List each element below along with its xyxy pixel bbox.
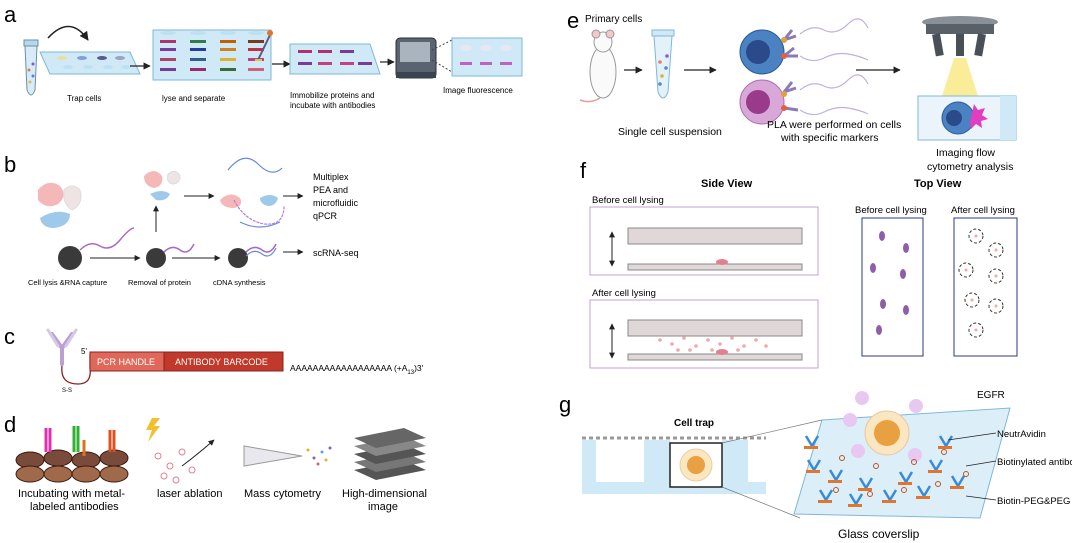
biotinylated-antibody-label: Biotinylated antibody bbox=[997, 457, 1072, 468]
cell-fragments-icon bbox=[38, 182, 82, 228]
step-image-fluorescence: Image fluorescence bbox=[443, 86, 513, 95]
label-imaging-1: Imaging flow bbox=[936, 147, 995, 159]
leader-line bbox=[965, 495, 997, 501]
top-after-label: After cell lysing bbox=[951, 205, 1015, 216]
cell-icon bbox=[716, 259, 728, 265]
panel-a: a Trap cells bbox=[4, 2, 523, 110]
top-plate bbox=[627, 227, 803, 245]
bottom-plate bbox=[627, 263, 803, 271]
label-primary-cells: Primary cells bbox=[585, 14, 642, 25]
laser-icon bbox=[146, 418, 215, 484]
antibody-icon bbox=[255, 30, 273, 61]
top-before-label: Before cell lysing bbox=[855, 205, 927, 216]
antibody-barcode-segment bbox=[163, 351, 284, 372]
side-before-label: Before cell lysing bbox=[592, 195, 664, 206]
step-cell-lysis: Cell lysis &RNA capture bbox=[28, 278, 107, 287]
mass-cytometry-icon bbox=[243, 445, 332, 467]
label-single-cell: Single cell suspension bbox=[618, 126, 722, 138]
side-after-label: After cell lysing bbox=[592, 288, 656, 299]
biotin-peg-label: Biotin-PEG&PEG bbox=[997, 496, 1070, 507]
bead-icon bbox=[146, 243, 195, 268]
pla-cells-icon bbox=[739, 18, 869, 125]
lysate-dots bbox=[658, 336, 768, 352]
step-incubating-1: Incubating with metal- bbox=[18, 488, 125, 500]
panel-letter-d: d bbox=[4, 412, 16, 437]
ss-bond-label: S-S bbox=[62, 388, 72, 394]
glass-coverslip-label: Glass coverslip bbox=[838, 527, 920, 541]
top-after-box bbox=[953, 217, 1018, 357]
bead-icon bbox=[58, 227, 135, 270]
cells-intact bbox=[870, 231, 909, 335]
panel-letter-e: e bbox=[567, 8, 579, 33]
panel-letter-a: a bbox=[4, 2, 17, 27]
step-mass-cytometry: Mass cytometry bbox=[244, 488, 322, 500]
top-before-box bbox=[861, 217, 924, 357]
output-multiplex: Multiplex bbox=[313, 172, 349, 182]
step-lyse: lyse and separate bbox=[162, 94, 226, 103]
tube-icon bbox=[23, 39, 39, 96]
pea-icon bbox=[220, 157, 285, 228]
prime5-label: 5' bbox=[81, 347, 87, 356]
step-laser-ablation: laser ablation bbox=[157, 488, 222, 500]
label-pla-1: PLA were performed on cells bbox=[767, 119, 901, 131]
egfr-label: EGFR bbox=[977, 390, 1005, 401]
bead-icon bbox=[228, 243, 277, 268]
panel-letter-b: b bbox=[4, 152, 16, 177]
panel-g: g Cell trap bbox=[559, 390, 1072, 541]
leader-line bbox=[965, 460, 997, 467]
polya-label: AAAAAAAAAAAAAAAAAA (+A13)3' bbox=[290, 363, 424, 376]
step-removal: Removal of protein bbox=[128, 278, 191, 287]
scanner-icon bbox=[395, 37, 523, 79]
output-scrnaseq: scRNA-seq bbox=[313, 248, 359, 258]
panel-e: e Primary cells Single cell suspension bbox=[567, 8, 1017, 173]
label-pla-2: with specific markers bbox=[780, 132, 878, 144]
protein-icon bbox=[144, 170, 181, 201]
panel-letter-g: g bbox=[559, 392, 571, 417]
step-immobilize-2: incubate with antibodies bbox=[290, 101, 375, 110]
panel-letter-c: c bbox=[4, 324, 15, 349]
curve-arrow-icon bbox=[47, 25, 89, 41]
cell-icon bbox=[716, 349, 728, 355]
lysate-dots bbox=[964, 234, 998, 332]
cell-trap-title: Cell trap bbox=[674, 418, 714, 429]
output-qpcr: qPCR bbox=[313, 211, 338, 221]
panel-b: b Cell lysis &RNA capture Removal of pro… bbox=[4, 152, 359, 287]
bottom-plate bbox=[627, 353, 803, 361]
coverslip-surface bbox=[793, 391, 1011, 519]
top-plate bbox=[627, 319, 803, 337]
step-immobilize-1: Immobilize proteins and bbox=[290, 91, 374, 100]
neutravidin-label: NeutrAvidin bbox=[997, 429, 1046, 440]
mouse-icon bbox=[579, 29, 617, 103]
step-high-dimensional-2: image bbox=[368, 501, 398, 513]
tissue-antibodies-icon bbox=[15, 426, 129, 483]
layered-image-icon bbox=[354, 428, 426, 480]
panel-c: c S-S 5' PCR HANDLE ANTIBODY BARCODE AAA… bbox=[4, 324, 424, 394]
trap-plate-icon bbox=[39, 51, 141, 75]
tube-icon bbox=[651, 29, 675, 99]
step-high-dimensional-1: High-dimensional bbox=[342, 488, 427, 500]
step-incubating-2: labeled antibodies bbox=[30, 501, 119, 513]
leader-line bbox=[947, 432, 997, 441]
side-view-title: Side View bbox=[701, 178, 753, 190]
trap-channel bbox=[582, 419, 823, 519]
cells-lysed bbox=[958, 228, 1004, 338]
antibody-icon bbox=[46, 328, 91, 385]
step-trap-cells: Trap cells bbox=[67, 94, 101, 103]
panel-f: f Side View Top View Before cell lysing … bbox=[580, 158, 1018, 369]
pcr-handle-label: PCR HANDLE bbox=[97, 357, 155, 367]
panel-d: d Incubating with metal- labeled antibod… bbox=[4, 412, 427, 513]
immobilize-plate-icon bbox=[289, 43, 381, 75]
output-pea: PEA and bbox=[313, 185, 348, 195]
antibody-barcode-label: ANTIBODY BARCODE bbox=[175, 357, 268, 367]
label-imaging-2: cytometry analysis bbox=[927, 161, 1013, 173]
gel-plate-icon bbox=[152, 29, 272, 81]
top-view-title: Top View bbox=[914, 178, 962, 190]
panel-letter-f: f bbox=[580, 158, 587, 183]
microscope-icon bbox=[917, 16, 1017, 141]
step-cdna: cDNA synthesis bbox=[213, 278, 266, 287]
output-microfluidic: microfluidic bbox=[313, 198, 359, 208]
